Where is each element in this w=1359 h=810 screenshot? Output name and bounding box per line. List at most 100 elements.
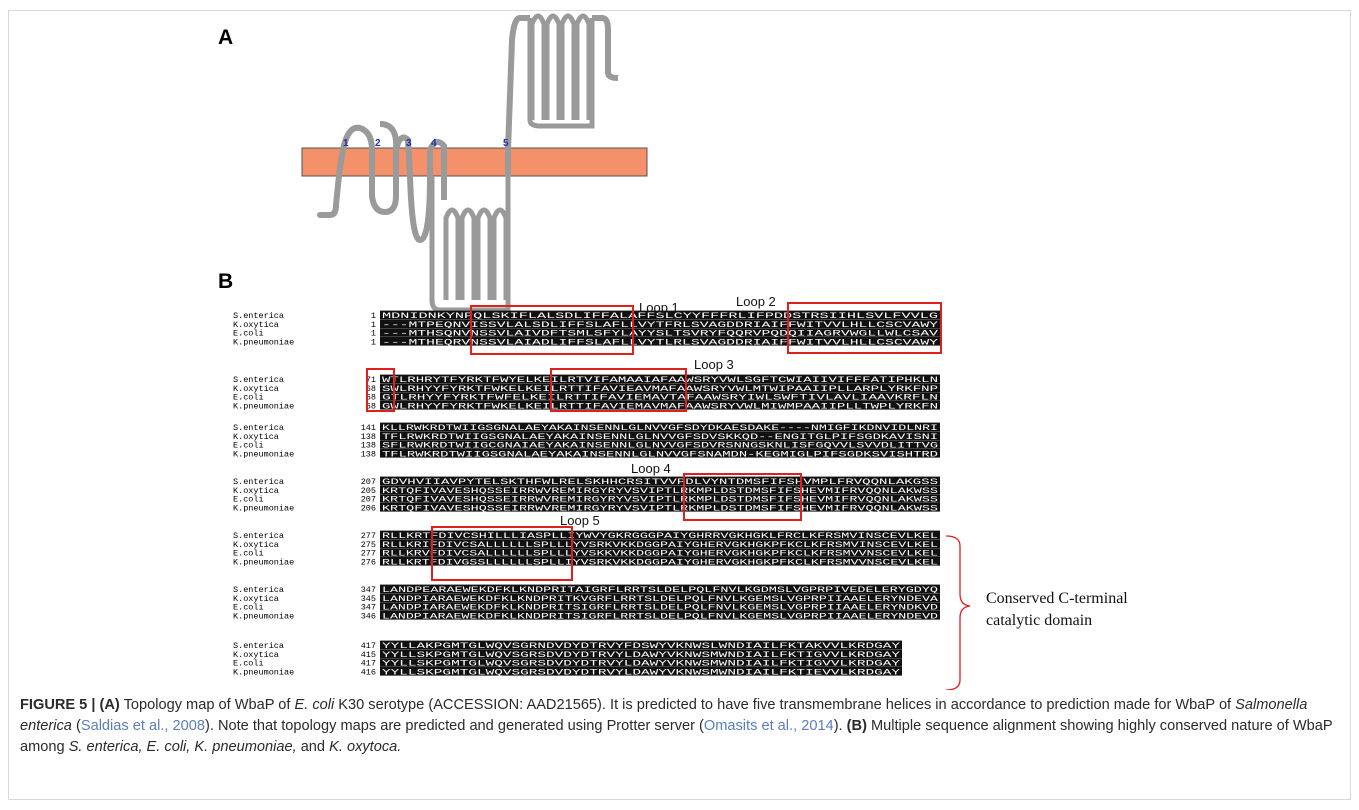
topology-map: 1 2 3 4 5 [301,13,648,313]
cytoplasmic-segment [429,176,511,313]
sequence-text: RLLKRIFDIVCSALLLLLLSPLLLYVSRKVKKDGGPAIYG… [382,540,938,550]
loop-1b-box [366,368,395,412]
sequence-text: ---MTHEQRVNSSVLAIADLIFFSLAFLLVYTLRLSVAGD… [382,337,938,347]
sequence-text: YYLLSKPGMTGLWQVSGRSDVDYDTRVYLDAWYVKNWSMW… [382,659,900,669]
caption-text-5: ). [833,718,847,734]
loop-4-label: Loop 4 [631,461,671,476]
sequence-text: GDVHVIIAVPYTELSKTHFWLRELSKHHCRSITVVPDLVY… [382,477,938,487]
cytoplasmic-hairpin [443,207,461,300]
sequence-start-position: 347 [361,603,376,613]
sequence-text: MDNIDNKYNPQLSKIFLALSDLIFFALAFFSLCYYFFFRL… [382,311,938,321]
helix-number-4: 4 [431,138,437,149]
caption-text-7: and [296,739,330,755]
sequence-start-position: 1 [371,329,376,339]
sequence-start-position: 1 [371,320,376,330]
alignment-row-background [380,503,940,512]
sequence-text: SFLRWKRDTWIIGCGNAIAEYAKAINSENNLGLNVVGFSD… [382,441,938,451]
alignment-row-background [380,649,902,658]
species-label: S.enterica [233,311,284,321]
sequence-text: YYLLSKPGMTGLWQVSGRSDVDYDTRVYLDAWYVKNWSMW… [382,650,900,660]
species-label: S.enterica [233,477,284,487]
alignment-row-background [380,593,940,602]
species-label: K.pneumoniae [233,503,294,513]
sequence-text: RLLKRVFDIVCSALLLLLLSPLLLYVSKKVKKDGGPAIYG… [382,549,938,559]
helix-5 [505,15,530,176]
species-label: K.oxytica [233,540,279,550]
helix-3 [393,134,433,244]
alignment-row-background [380,337,940,346]
species-label: E.coli [233,495,264,505]
sequence-text: KRTQFIVAVESHQSSEIRRWVREMIRGYRYVSVIPTLRKM… [382,503,938,513]
sequence-text: LANDPIARAEWEKDFKLKNDPRITKVGRFLRRTSLDELPQ… [382,594,939,604]
alignment-row-background [380,476,940,486]
sequence-text: YYLLSKPGMTGLWQVSGRSDVDYDTRVYLDAWYVKNWSMW… [382,667,900,677]
sequence-start-position: 276 [361,557,376,567]
sequence-start-position: 141 [361,423,376,433]
sequence-start-position: 71 [366,375,376,385]
cytoplasmic-hairpins [443,207,509,300]
periplasmic-hairpin [544,13,562,120]
loop-5-label: Loop 5 [560,513,600,528]
species-label: K.pneumoniae [233,401,294,411]
sequence-start-position: 207 [361,495,376,505]
caption-italic-4: K. oxytoca. [329,739,402,755]
cytoplasmic-hairpin [459,207,477,300]
caption-ref-2[interactable]: Omasits et al., 2014 [703,718,834,734]
species-label: K.oxytica [233,384,279,394]
caption-text-3: ( [71,718,81,734]
loop-2-label: Loop 2 [736,294,776,309]
sequence-start-position: 277 [361,549,376,559]
alignment-row-background [380,422,940,432]
species-label: K.pneumoniae [233,611,294,621]
species-label: K.pneumoniae [233,667,294,677]
species-label: K.pneumoniae [233,337,294,347]
alignment-row-background [380,658,902,667]
species-label: S.enterica [233,375,284,385]
periplasmic-hairpin [529,13,547,120]
loop-2-box [787,302,942,354]
caption-italic-1: E. coli [294,697,335,713]
alignment-row-background [380,640,902,650]
species-label: E.coli [233,549,264,559]
sequence-start-position: 206 [361,503,376,513]
species-label: E.coli [233,441,264,451]
alignment-row-background [380,374,940,384]
caption-figure-label: FIGURE 5 | [20,697,96,713]
sequence-start-position: 417 [361,659,376,669]
domain-note-line-2: catalytic domain [986,612,1092,629]
caption-italic-2: Salmonella enterica [20,697,1308,734]
sequence-start-position: 205 [361,486,376,496]
species-label: S.enterica [233,641,284,651]
sequence-start-position: 68 [366,384,376,394]
alignment-row-background [380,383,940,392]
periplasmic-hairpins [529,13,592,120]
sequence-text: KRTQFIVAVESHQSSEIRRWVREMIRGYRYVSVIPTLRKM… [382,486,938,496]
figure-caption: FIGURE 5 | (A) Topology map of WbaP of E… [20,695,1335,758]
cytoplasmic-hairpin [491,207,509,300]
sequence-text: KLLRWKRDTWIIGSGNALAEYAKAINSENNLGLNVVGFSD… [382,423,938,433]
sequence-start-position: 416 [361,667,376,677]
alignment-row-background [380,494,940,503]
sequence-start-position: 415 [361,650,376,660]
helix-number-5: 5 [503,138,509,149]
sequence-text: RLLKRTFDIVCSHILLLIASPLLIYWVYGKRGGGPAIYGH… [382,531,938,541]
alignment-row-background [380,548,940,557]
sequence-start-position: 138 [361,441,376,451]
sequence-text: TFLRWKRDTWIIGSGNALAEYAKAINSENNLGLNVVGFSD… [382,432,938,442]
sequence-start-position: 346 [361,611,376,621]
alignment-row-background [380,401,940,410]
alignment-row-background [380,667,902,676]
c-terminal-tail [592,15,619,81]
figure-frame [8,10,1351,800]
sequence-start-position: 347 [361,585,376,595]
sequence-text: RLLKRTFDIVGSSLLLLLLSPLLIYVSRKVKKDGGPAIYG… [382,557,938,567]
species-label: E.coli [233,659,264,669]
caption-text-1: Topology map of WbaP of [119,697,295,713]
caption-a-label: (A) [99,697,120,713]
sequence-start-position: 138 [361,449,376,459]
caption-italic-3: S. enterica, E. coli, K. pneumoniae, [68,739,297,755]
sequence-start-position: 417 [361,641,376,651]
caption-ref-1[interactable]: Saldias et al., 2008 [80,718,205,734]
species-label: E.coli [233,393,264,403]
helix-2 [369,121,400,216]
